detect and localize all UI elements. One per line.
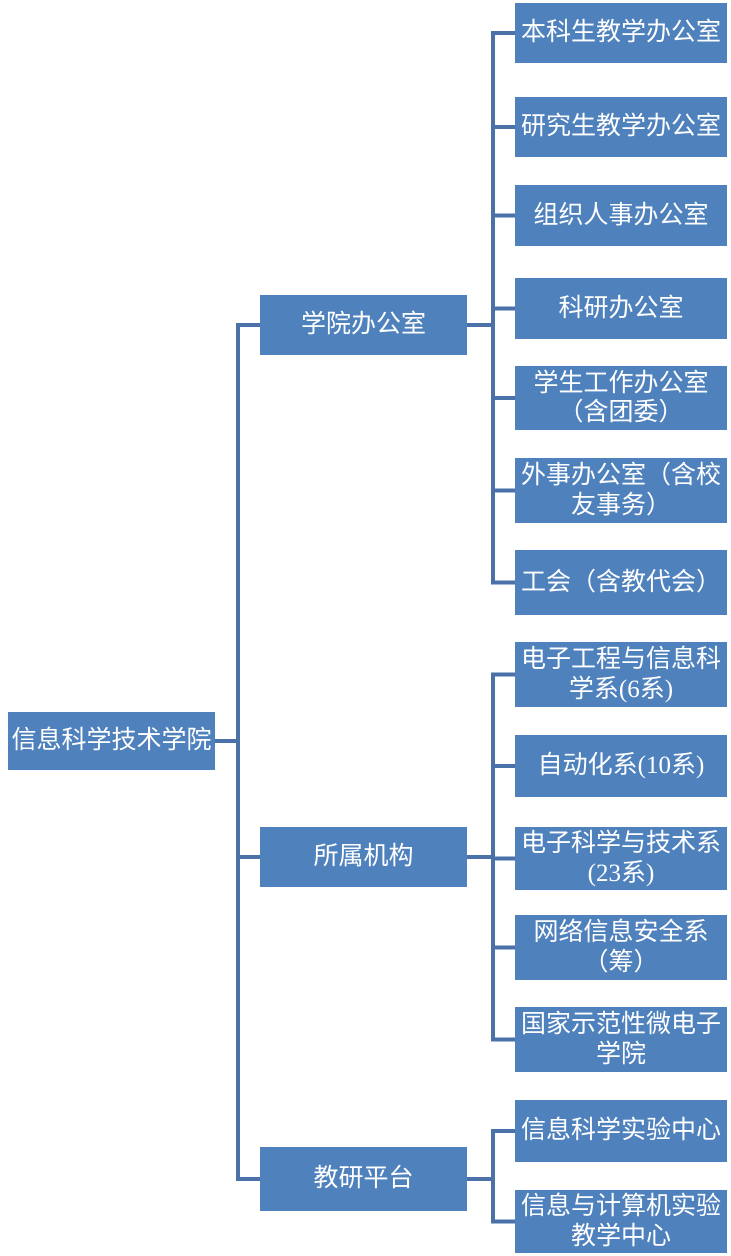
leaf-foreign-affairs-office: 外事办公室（含校 友事务）: [515, 458, 727, 523]
leaf-graduate-teaching-office: 研究生教学办公室: [515, 97, 727, 157]
leaf-student-affairs-office: 学生工作办公室 （含团委）: [515, 366, 727, 430]
leaf-info-science-experiment-center: 信息科学实验中心: [515, 1100, 727, 1162]
leaf-research-office: 科研办公室: [515, 278, 727, 339]
leaf-eeis-department: 电子工程与信息科 学系(6系): [515, 642, 727, 707]
leaf-labor-union: 工会（含教代会）: [515, 550, 727, 615]
leaf-automation-department: 自动化系(10系): [515, 735, 727, 797]
branch-affiliated-institutions: 所属机构: [260, 827, 467, 887]
leaf-est-department: 电子科学与技术系 (23系): [515, 827, 727, 890]
branch-college-offices: 学院办公室: [260, 295, 467, 355]
root-school-of-information-science: 信息科学技术学院: [8, 712, 215, 770]
leaf-info-computer-teaching-center: 信息与计算机实验 教学中心: [515, 1190, 727, 1253]
leaf-undergraduate-teaching-office: 本科生教学办公室: [515, 3, 727, 63]
leaf-organization-personnel-office: 组织人事办公室: [515, 185, 727, 246]
leaf-network-security-department: 网络信息安全系 （筹）: [515, 915, 727, 980]
connector-paths: [215, 31, 515, 1224]
branch-teaching-research-platforms: 教研平台: [260, 1147, 467, 1211]
leaf-microelectronics-school: 国家示范性微电子 学院: [515, 1007, 727, 1072]
